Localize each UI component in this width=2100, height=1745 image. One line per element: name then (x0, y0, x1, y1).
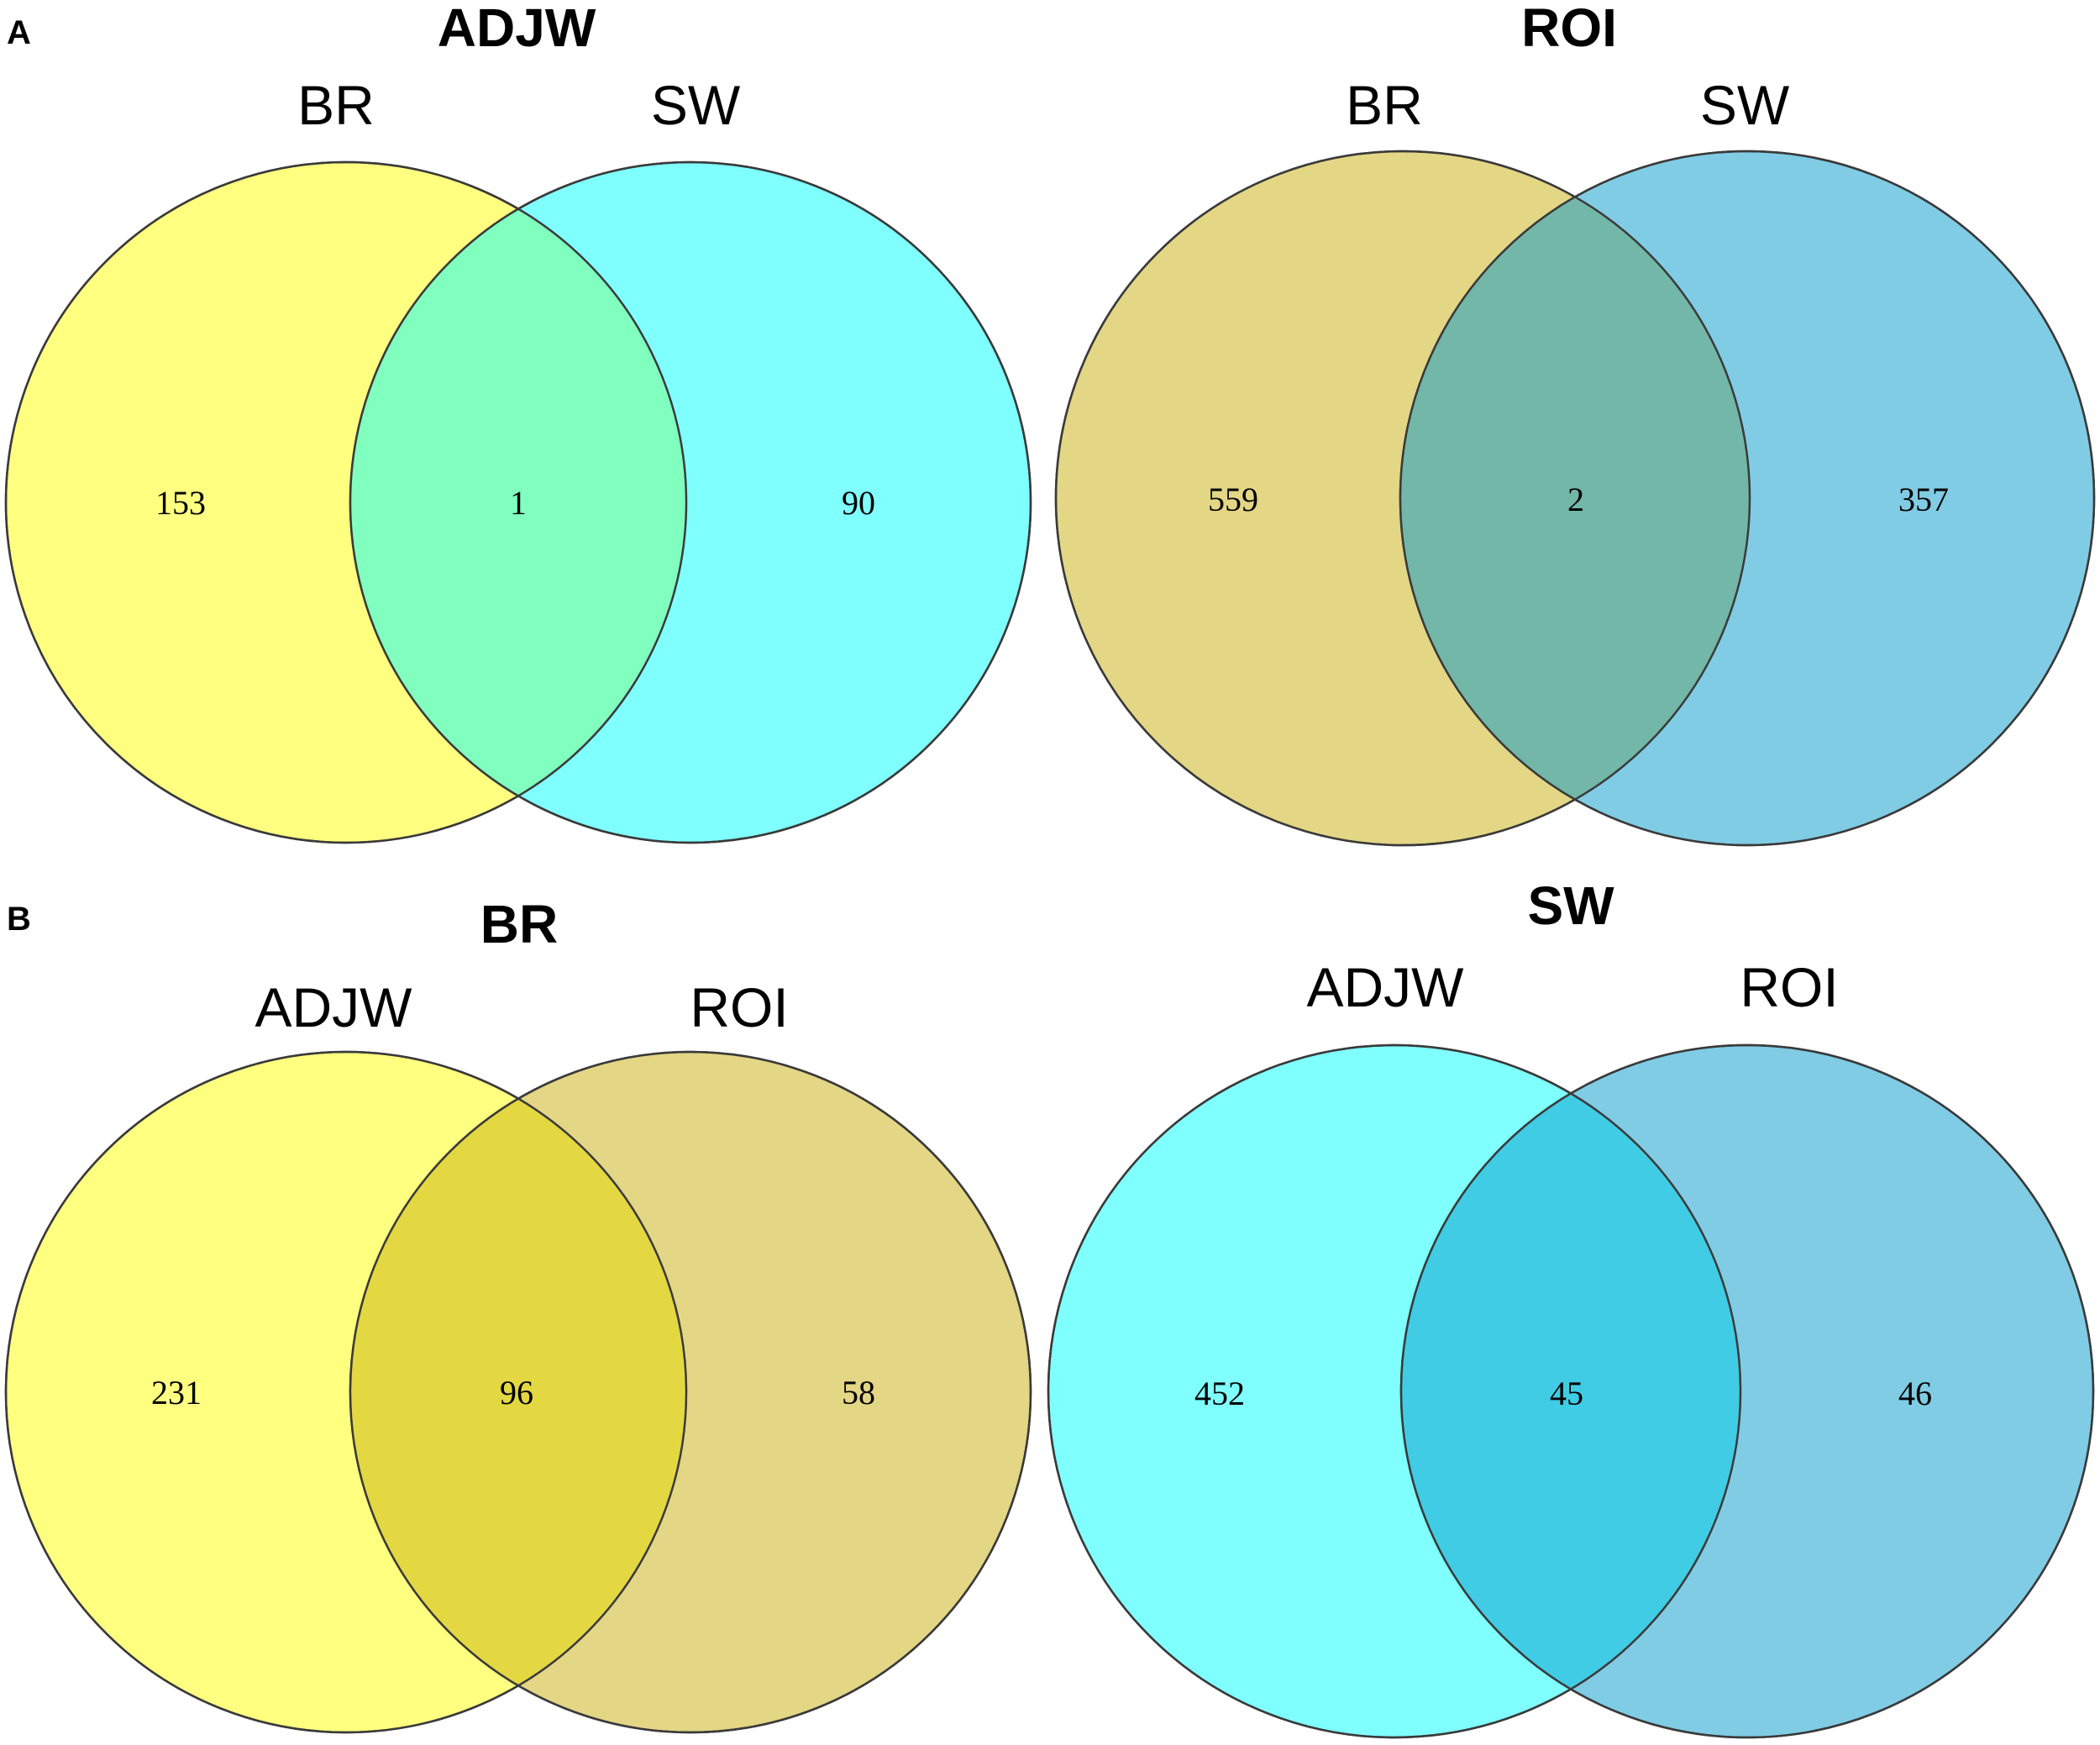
set-label-left: ADJW (1307, 956, 1465, 1018)
set-outline-left (1054, 150, 1751, 847)
venn-sw: SW ADJW ROI 452 45 46 (1047, 875, 2095, 1739)
overlap-region (350, 1052, 686, 1732)
count-both: 45 (1550, 1374, 1583, 1412)
panel-letter-a: A (7, 14, 31, 51)
count-right-only: 58 (842, 1374, 875, 1411)
set-outline-right (1399, 150, 2096, 847)
venn-roi: ROI BR SW 559 2 357 (1054, 0, 2096, 847)
set-label-left: BR (297, 74, 375, 136)
overlap-region (350, 162, 686, 843)
set-label-right: ROI (1740, 956, 1838, 1018)
set-outline-right (349, 1050, 1032, 1734)
set-label-left: ADJW (255, 976, 413, 1038)
count-left-only: 452 (1194, 1374, 1245, 1412)
venn-adjw: ADJW BR SW 153 1 90 (4, 0, 1032, 844)
venn-title: ADJW (438, 0, 596, 58)
count-left-only: 231 (151, 1374, 202, 1411)
set-outline-left (1047, 1043, 1742, 1739)
set-label-right: SW (1700, 74, 1790, 136)
count-both: 96 (500, 1374, 533, 1411)
set-outline-left (4, 1050, 688, 1734)
set-label-right: ROI (690, 976, 788, 1038)
count-left-only: 559 (1208, 481, 1258, 518)
venn-title: ROI (1521, 0, 1617, 58)
overlap-region (1400, 151, 1750, 845)
venn-title: BR (480, 894, 558, 954)
count-both: 1 (510, 484, 527, 522)
count-right-only: 46 (1898, 1374, 1932, 1412)
count-both: 2 (1567, 481, 1584, 518)
set-outline-right (349, 160, 1032, 844)
overlap-region (1401, 1045, 1740, 1737)
count-right-only: 357 (1898, 481, 1949, 518)
panel-letter-b: B (7, 901, 31, 938)
count-right-only: 90 (842, 484, 875, 522)
set-outline-left (4, 160, 688, 844)
set-label-left: BR (1346, 74, 1423, 136)
count-left-only: 153 (155, 484, 206, 522)
venn-title: SW (1527, 875, 1614, 936)
venn-br: BR ADJW ROI 231 96 58 (4, 894, 1032, 1734)
set-label-right: SW (651, 74, 741, 136)
set-outline-right (1399, 1043, 2095, 1739)
